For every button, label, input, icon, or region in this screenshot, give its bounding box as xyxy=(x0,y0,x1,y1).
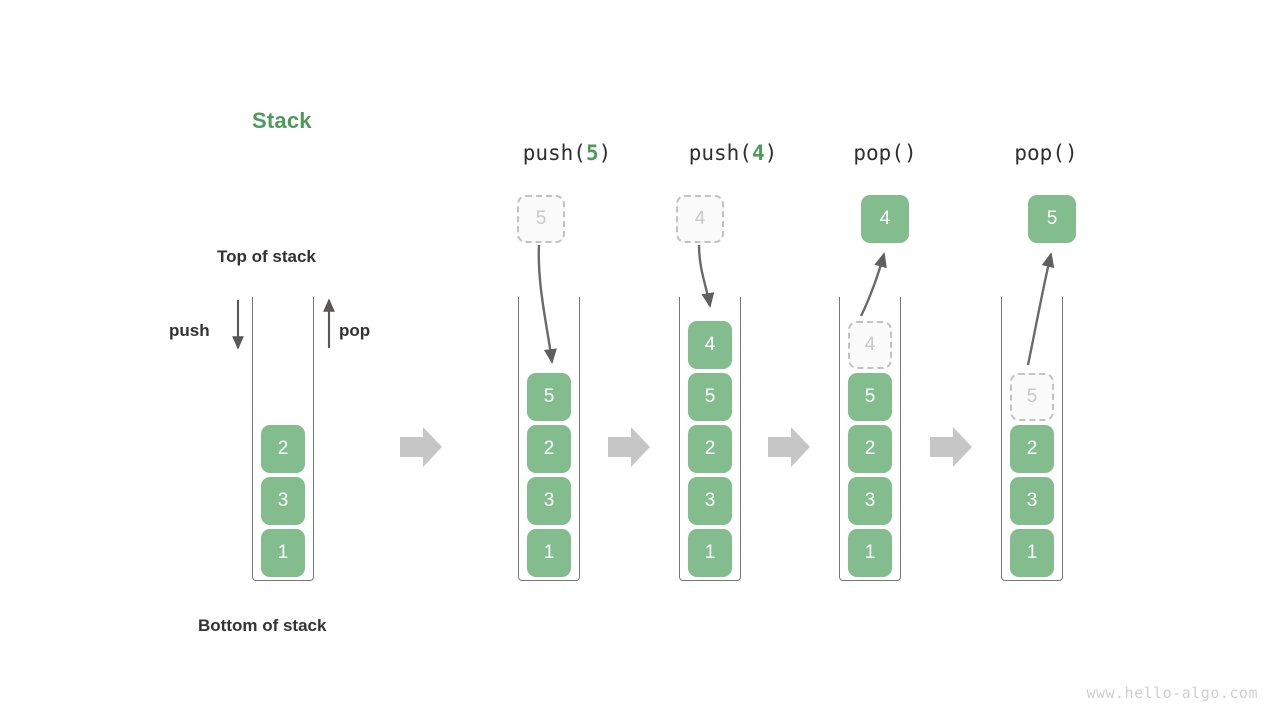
top-of-stack-label: Top of stack xyxy=(217,247,316,266)
stack-frame-initial: 2 3 1 xyxy=(252,297,314,581)
operation-caption-push-4: push(4) xyxy=(689,141,778,165)
page-title: Stack xyxy=(252,108,312,133)
stack-cell: 1 xyxy=(527,529,571,577)
caption-open-paren: ( xyxy=(891,141,904,165)
stack-cell: 5 xyxy=(848,373,892,421)
stack-frame-step-3: 4 5 2 3 1 xyxy=(839,297,901,581)
caption-close-paren: ) xyxy=(764,141,778,165)
stack-cells-step-1: 5 2 3 1 xyxy=(519,373,579,577)
incoming-cell-push-5: 5 xyxy=(517,195,565,243)
stack-cell: 5 xyxy=(688,373,732,421)
stack-cell-ghost: 5 xyxy=(1010,373,1054,421)
bottom-of-stack-label: Bottom of stack xyxy=(198,616,327,635)
push-label: push xyxy=(169,321,210,340)
watermark: www.hello-algo.com xyxy=(1086,684,1258,702)
caption-arg: 5 xyxy=(585,141,599,165)
stack-frame-step-2: 4 5 2 3 1 xyxy=(679,297,741,581)
stack-cell: 2 xyxy=(527,425,571,473)
stack-cells-initial: 2 3 1 xyxy=(253,425,313,577)
caption-close-paren: ) xyxy=(903,141,917,165)
stack-cell: 2 xyxy=(688,425,732,473)
operation-caption-push-5: push(5) xyxy=(523,141,612,165)
stack-cells-step-3: 4 5 2 3 1 xyxy=(840,321,900,577)
stack-cell: 1 xyxy=(688,529,732,577)
stack-cell: 4 xyxy=(688,321,732,369)
popped-cell-4: 4 xyxy=(861,195,909,243)
stack-cell: 2 xyxy=(1010,425,1054,473)
stack-cell: 1 xyxy=(1010,529,1054,577)
stack-cell-ghost: 4 xyxy=(848,321,892,369)
stack-cell: 5 xyxy=(527,373,571,421)
stack-cell: 3 xyxy=(1010,477,1054,525)
stack-cell: 1 xyxy=(261,529,305,577)
caption-open-paren: ( xyxy=(573,141,586,165)
stack-cell: 2 xyxy=(848,425,892,473)
transition-arrow-icon-4 xyxy=(930,427,972,467)
caption-fn: pop xyxy=(853,141,892,165)
incoming-cell-push-4: 4 xyxy=(676,195,724,243)
caption-open-paren: ( xyxy=(1052,141,1065,165)
popped-cell-5: 5 xyxy=(1028,195,1076,243)
stack-cell: 2 xyxy=(261,425,305,473)
caption-fn: push xyxy=(522,141,574,165)
stack-cell: 3 xyxy=(261,477,305,525)
caption-arg: 4 xyxy=(751,141,765,165)
pop-label: pop xyxy=(339,321,371,340)
caption-fn: push xyxy=(688,141,740,165)
caption-close-paren: ) xyxy=(598,141,612,165)
stack-cell: 3 xyxy=(848,477,892,525)
operation-caption-pop-2: pop() xyxy=(1014,141,1077,165)
caption-close-paren: ) xyxy=(1064,141,1078,165)
stack-cell: 3 xyxy=(527,477,571,525)
stack-cell: 3 xyxy=(688,477,732,525)
stack-cell: 1 xyxy=(848,529,892,577)
stack-frame-step-4: 5 2 3 1 xyxy=(1001,297,1063,581)
caption-fn: pop xyxy=(1014,141,1053,165)
transition-arrow-icon-1 xyxy=(400,427,442,467)
operation-caption-pop-1: pop() xyxy=(853,141,916,165)
transition-arrow-icon-3 xyxy=(768,427,810,467)
transition-arrow-icon-2 xyxy=(608,427,650,467)
stack-frame-step-1: 5 2 3 1 xyxy=(518,297,580,581)
stack-cells-step-2: 4 5 2 3 1 xyxy=(680,321,740,577)
stack-cells-step-4: 5 2 3 1 xyxy=(1002,373,1062,577)
caption-open-paren: ( xyxy=(739,141,752,165)
